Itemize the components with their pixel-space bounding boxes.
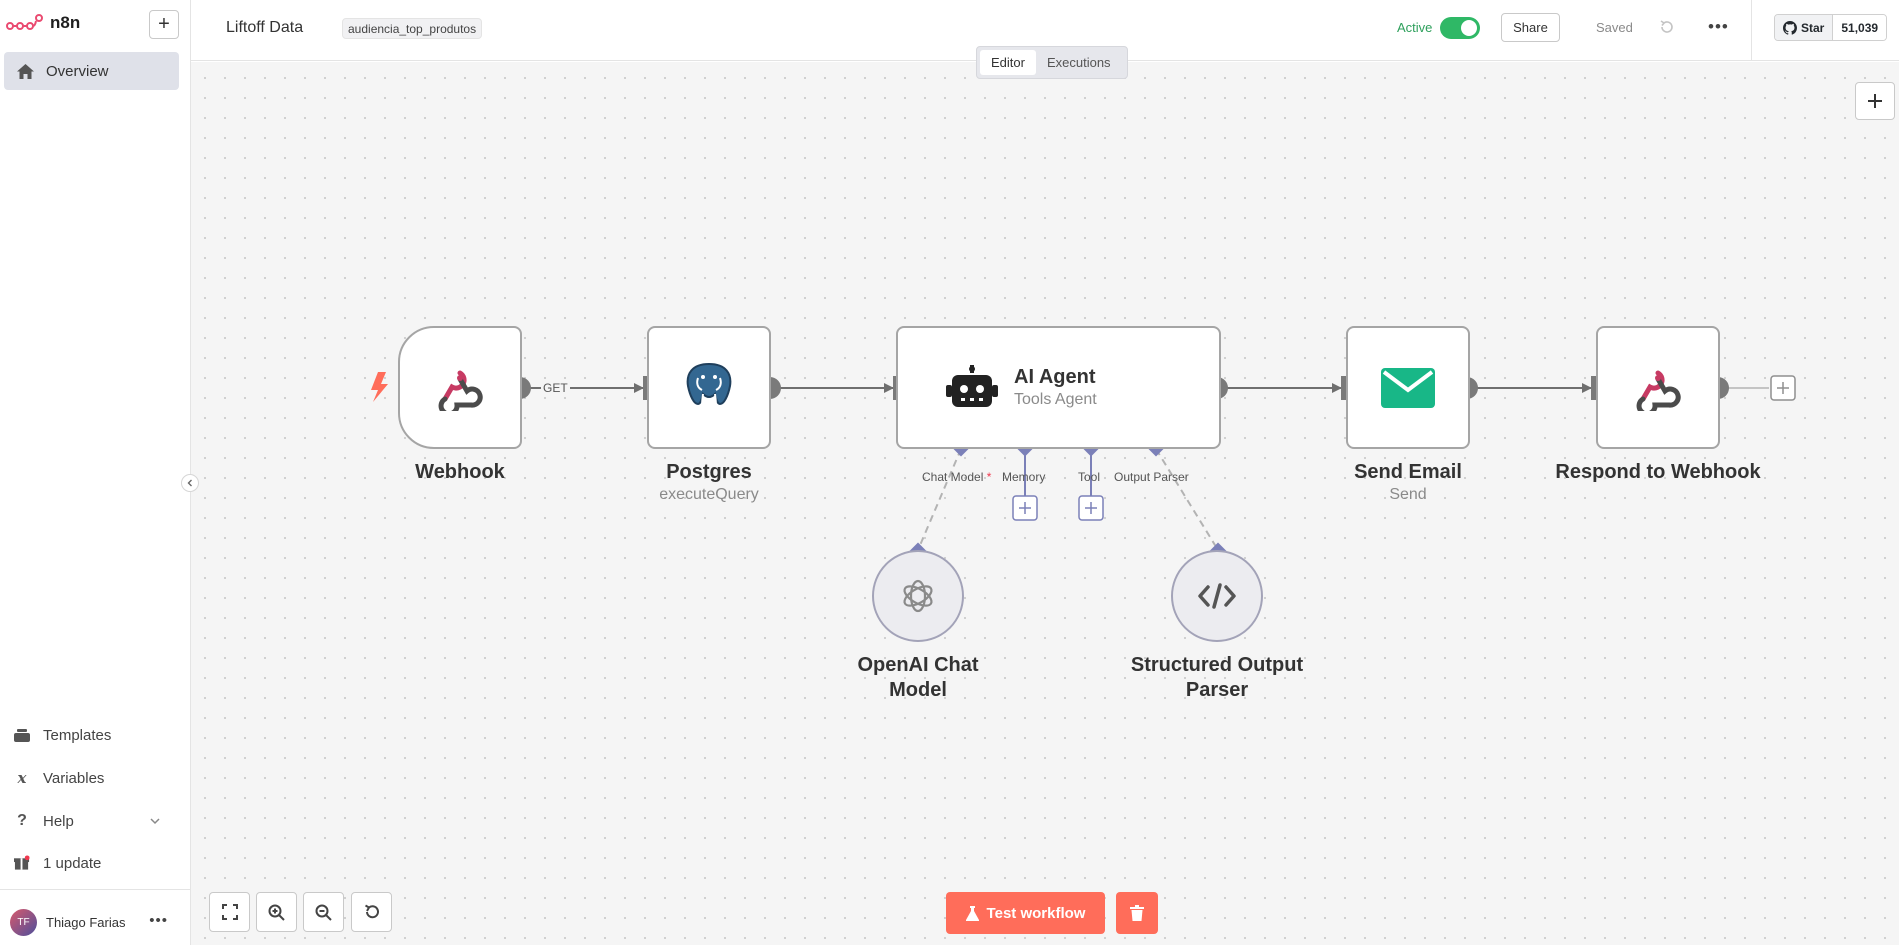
sidebar: n8n + Overview Templates x Variables ? H… [0,0,191,945]
user-menu[interactable]: TF Thiago Farias ••• [0,906,190,938]
node-structured-output-parser[interactable] [1171,550,1263,642]
user-more-button[interactable]: ••• [149,912,168,929]
zoom-in-button[interactable] [256,892,297,932]
code-icon [1198,583,1236,609]
undo-icon [364,904,379,919]
node-send-email[interactable] [1346,326,1470,449]
required-mark: * [986,470,992,484]
zoom-in-icon [268,904,285,921]
sidebar-item-label: 1 update [43,854,102,872]
fullscreen-icon [221,904,238,920]
help-icon: ? [17,812,27,829]
sidebar-item-label: Templates [43,726,112,744]
test-workflow-button[interactable]: Test workflow [946,892,1105,934]
sidebar-item-label: Help [43,812,74,830]
node-parser-title: Structured Output Parser [1130,654,1304,701]
sidebar-item-update[interactable]: 1 update [0,845,190,881]
node-agent-title: AI Agent [1014,366,1096,388]
plus-icon [1868,94,1882,108]
github-star-count[interactable]: 51,039 [1833,15,1887,40]
collapse-sidebar-button[interactable] [181,474,199,492]
github-star-button[interactable]: Star [1775,15,1834,40]
edge-label-get: GET [541,381,570,395]
logo[interactable]: n8n [0,0,190,46]
github-star-label: Star [1801,20,1825,35]
robot-icon [946,364,998,407]
sidebar-item-help[interactable]: ? Help [0,803,190,839]
mode-switch: Editor Executions [976,46,1128,79]
sidebar-item-label: Variables [43,769,105,787]
logo-text: n8n [50,13,81,32]
node-openai-title: OpenAI Chat Model [857,654,979,701]
sidebar-item-templates[interactable]: Templates [0,717,190,753]
templates-icon [14,728,30,742]
node-postgres-title: Postgres [666,461,752,483]
postgres-elephant-icon [686,362,732,413]
github-star-widget[interactable]: Star 51,039 [1774,14,1888,41]
workflow-name[interactable]: Liftoff Data [226,19,304,36]
envelope-icon [1381,367,1435,408]
node-respond-to-webhook[interactable] [1596,326,1720,449]
handle-label-memory: Memory [1002,470,1046,484]
n8n-logo-icon [6,14,43,30]
github-icon [1783,20,1797,35]
zoom-out-icon [315,904,332,921]
handle-label-tool: Tool [1078,470,1101,484]
test-workflow-label: Test workflow [986,904,1086,922]
gift-icon [14,855,30,871]
node-webhook[interactable] [398,326,522,449]
history-icon[interactable] [1659,19,1675,40]
home-icon [17,63,35,79]
saved-status: Saved [1596,20,1633,35]
active-label: Active [1397,20,1433,35]
reset-zoom-button[interactable] [351,892,392,932]
chevron-left-icon [187,479,192,487]
node-email-subtitle: Send [1389,486,1427,503]
handle-label-output-parser: Output Parser [1114,470,1189,484]
handle-label-chat-model: Chat Model * [922,470,991,484]
share-button[interactable]: Share [1501,13,1560,42]
avatar: TF [10,908,37,936]
sidebar-divider [0,889,190,890]
user-name: Thiago Farias [46,914,126,930]
webhook-icon [438,370,483,411]
node-openai-chat-model[interactable] [872,550,964,642]
new-workflow-button[interactable]: + [149,10,179,39]
toggle-knob [1461,20,1477,36]
chevron-down-icon [150,813,160,830]
flask-icon [965,905,979,921]
tab-editor[interactable]: Editor [980,50,1036,75]
openai-icon [903,579,933,613]
node-email-title: Send Email [1354,461,1462,483]
node-agent-subtitle: Tools Agent [1014,391,1097,408]
node-postgres[interactable] [647,326,771,449]
node-respond-title: Respond to Webhook [1555,461,1761,483]
workflow-canvas[interactable] [191,62,1899,945]
zoom-to-fit-button[interactable] [209,892,250,932]
variables-icon: x [17,769,27,787]
trash-icon [1130,905,1144,921]
node-ai-agent[interactable]: AI Agent Tools Agent [896,326,1221,449]
zoom-out-button[interactable] [303,892,344,932]
sidebar-item-label: Overview [46,62,109,80]
agent-text: AI Agent Tools Agent [1014,366,1097,409]
sidebar-item-overview[interactable]: Overview [4,52,179,90]
workflow-tag[interactable]: audiencia_top_produtos [342,18,483,39]
workflow-more-button[interactable]: ••• [1708,17,1729,36]
node-postgres-subtitle: executeQuery [659,486,759,503]
active-toggle[interactable] [1440,17,1480,39]
webhook-icon [1636,370,1681,411]
header-divider [1751,0,1752,61]
add-node-button[interactable] [1855,82,1895,120]
chat-model-label: Chat Model [922,470,984,484]
sidebar-item-variables[interactable]: x Variables [0,760,190,796]
clear-execution-button[interactable] [1116,892,1158,934]
tab-executions[interactable]: Executions [1046,55,1111,70]
node-webhook-title: Webhook [415,461,505,483]
